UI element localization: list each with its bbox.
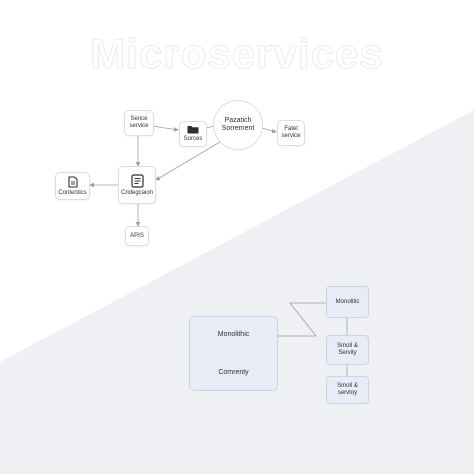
circle-node-label: Pazatich Sorrement — [221, 117, 255, 132]
apis-node-label: APIS — [130, 232, 144, 239]
contentics-node-label: Contentics — [58, 189, 87, 196]
right-node-small-servity[interactable]: Smoll & Servity — [326, 335, 369, 365]
fatel-node[interactable]: Fatel service — [277, 120, 305, 146]
service-node[interactable]: Serice service — [124, 110, 154, 136]
circle-node[interactable]: Pazatich Sorrement — [213, 100, 263, 150]
right-node-small-servtoy[interactable]: Smoll & servtoy — [326, 376, 369, 404]
right-node-small-servity-label: Smoll & Servity — [337, 343, 358, 356]
center-node-label: Cridegcaion — [120, 189, 154, 196]
monolithic-box-title: Monolithic — [217, 331, 250, 338]
contentics-node[interactable]: Contentics — [55, 172, 90, 200]
folder-icon — [187, 126, 199, 134]
page-title: Microservices — [90, 30, 384, 78]
gray-panel — [0, 110, 474, 474]
monolithic-box-subtitle: Comrenty — [218, 369, 249, 376]
sorces-node-label: Sorces — [183, 136, 203, 142]
file-icon — [67, 175, 78, 188]
service-node-label: Serice service — [129, 116, 149, 129]
right-node-monolitic-label: Monolitic — [335, 298, 360, 305]
apis-node[interactable]: APIS — [125, 226, 149, 246]
right-node-small-servtoy-label: Smoll & servtoy — [337, 383, 358, 396]
monolithic-box[interactable]: Monolithic Comrenty — [189, 316, 278, 391]
center-node[interactable]: Cridegcaion — [118, 166, 156, 204]
sorces-node[interactable]: Sorces — [179, 121, 207, 147]
right-node-monolitic[interactable]: Monolitic — [326, 286, 369, 318]
document-icon — [130, 173, 144, 188]
fatel-node-label: Fatel service — [281, 126, 301, 139]
